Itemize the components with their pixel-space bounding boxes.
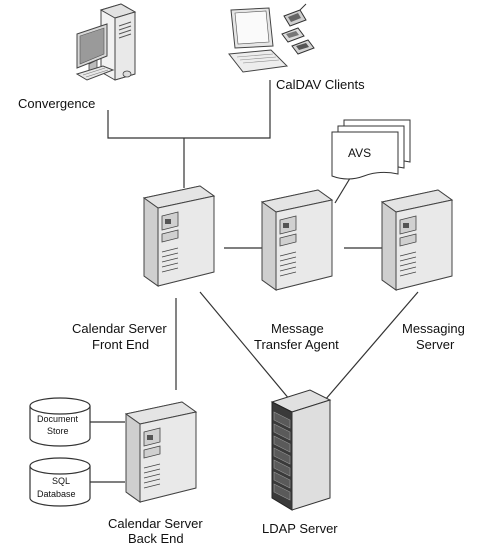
- messaging-server-label-line2: Server: [416, 337, 455, 352]
- messaging-to-ldap-line: [324, 291, 419, 401]
- ldap-server-label: LDAP Server: [262, 521, 338, 536]
- desktop-computer-icon: [75, 3, 137, 81]
- avs-label: AVS: [348, 146, 371, 160]
- sql-database-label-line2: Database: [37, 489, 76, 499]
- document-store-label-line1: Document: [37, 414, 79, 424]
- calendar-back-end-label-line1: Calendar Server: [108, 516, 203, 531]
- mta-server-icon: [261, 189, 333, 291]
- connection-lines: [90, 80, 419, 483]
- caldav-to-frontend-line: [184, 80, 271, 139]
- document-stack-icon: [331, 119, 411, 180]
- caldav-clients-label: CalDAV Clients: [276, 77, 365, 92]
- laptop-icon: [228, 7, 289, 73]
- rack-server-icon: [270, 389, 332, 511]
- sql-database-label-line1: SQL: [52, 476, 70, 486]
- calendar-front-end-label-line1: Calendar Server: [72, 321, 167, 336]
- document-store-label-line2: Store: [47, 426, 69, 436]
- convergence-label: Convergence: [18, 96, 95, 111]
- frontend-to-ldap-line: [199, 291, 291, 401]
- mta-label-line1: Message: [271, 321, 324, 336]
- mobile-phone-icon: [281, 3, 315, 55]
- calendar-back-end-label-line2: Back End: [128, 531, 184, 546]
- calendar-back-end-server-icon: [125, 401, 197, 503]
- messaging-server-icon: [381, 189, 453, 291]
- calendar-front-end-label-line2: Front End: [92, 337, 149, 352]
- messaging-server-label-line1: Messaging: [402, 321, 465, 336]
- mta-label-line2: Transfer Agent: [254, 337, 339, 352]
- convergence-to-frontend-line: [107, 110, 184, 139]
- calendar-front-end-server-icon: [143, 185, 215, 287]
